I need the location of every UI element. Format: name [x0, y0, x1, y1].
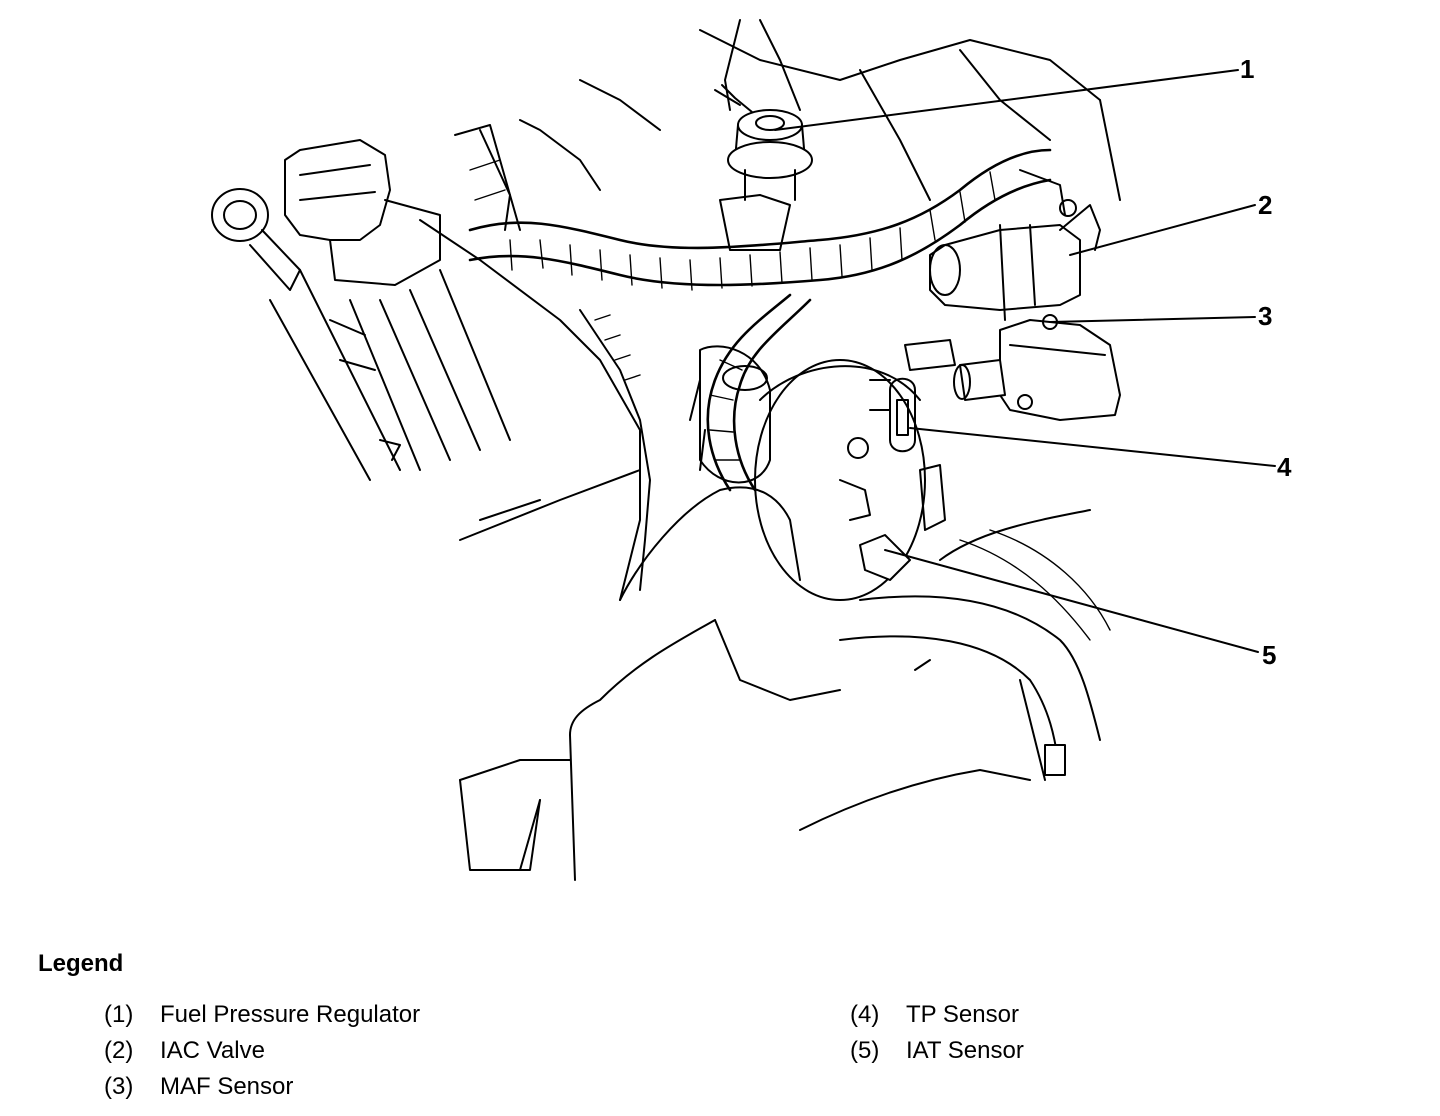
callout-3: 3 [1258, 301, 1272, 331]
callout-5: 5 [1262, 640, 1276, 670]
legend-item-tp-sensor: (4) TP Sensor [850, 1000, 1024, 1036]
maf-sensor-drawing [904, 314, 1121, 421]
air-intake-duct-drawing [839, 509, 1111, 781]
callout-leader-lines [774, 69, 1276, 653]
lower-body-drawing [459, 486, 1031, 881]
callout-2: 2 [1258, 190, 1272, 220]
legend-item-iat-sensor: (5) IAT Sensor [850, 1036, 1024, 1072]
vacuum-hose-drawing [579, 293, 812, 591]
wiring-harness-drawing [454, 124, 1052, 291]
engine-body-drawing [419, 19, 1121, 601]
legend-item-label: TP Sensor [906, 1001, 1019, 1028]
legend-item-number: (1) [104, 1001, 134, 1028]
legend-item-number: (4) [850, 1001, 880, 1028]
legend-column-left: (1)Fuel Pressure Regulator (2)IAC Valve … [104, 1000, 420, 1108]
legend-item-iac-valve: (2) IAC Valve [104, 1036, 420, 1072]
legend-item-label: IAT Sensor [906, 1037, 1024, 1064]
leader-line-5 [884, 549, 1259, 653]
leader-line-1 [774, 69, 1239, 131]
legend-item-label: Fuel Pressure Regulator [160, 1001, 421, 1028]
legend-item-fuel-pressure-regulator: (1) Fuel Pressure Regulator [104, 1000, 420, 1036]
throttle-body-drawing [689, 345, 926, 601]
oil-filler-cap-drawing [211, 139, 511, 481]
callout-4: 4 [1277, 452, 1292, 482]
leader-line-4 [909, 427, 1276, 467]
leader-line-3 [1049, 316, 1256, 323]
callout-1: 1 [1240, 54, 1254, 84]
fuel-pressure-regulator-drawing [714, 84, 813, 251]
callout-numbers: 1 2 3 4 5 [1240, 54, 1292, 670]
legend-column-right: (4) TP Sensor (5) IAT Sensor [850, 1000, 1024, 1072]
leader-line-2 [1069, 204, 1256, 256]
tp-sensor-drawing [869, 377, 946, 531]
legend-item-number: (3) [104, 1073, 134, 1100]
legend-item-maf-sensor: (3) MAF Sensor [104, 1072, 420, 1108]
legend-item-number: (2) [104, 1037, 134, 1064]
legend-item-number: (5) [850, 1037, 880, 1064]
engine-component-diagram: 1 2 3 4 5 [211, 19, 1292, 881]
legend-item-label: MAF Sensor [160, 1073, 294, 1100]
legend-item-label: IAC Valve [160, 1037, 265, 1064]
iac-valve-drawing [929, 169, 1101, 321]
legend-title: Legend [38, 950, 124, 977]
